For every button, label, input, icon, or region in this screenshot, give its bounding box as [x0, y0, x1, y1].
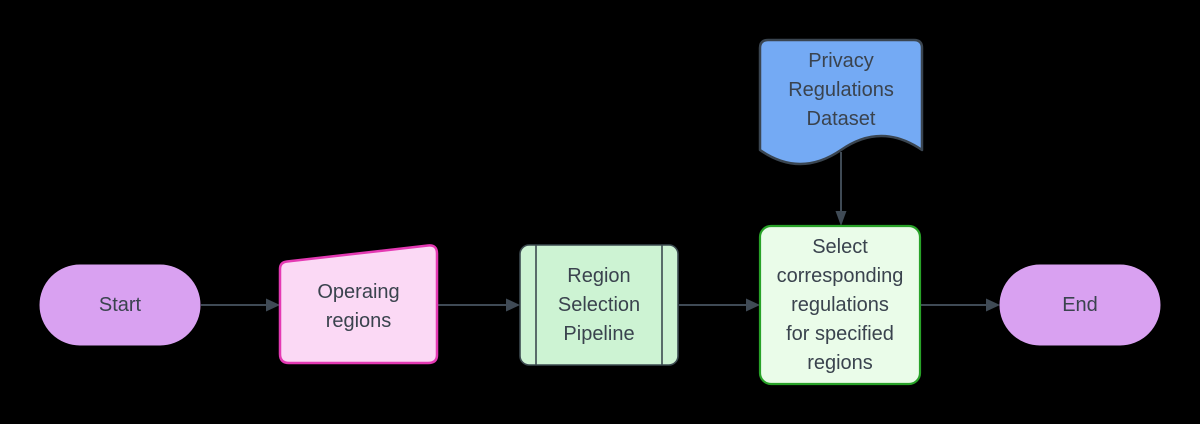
arrowhead — [506, 298, 520, 312]
node-region-selection-pipeline[interactable] — [519, 244, 679, 366]
predefined-process-body — [519, 244, 679, 366]
connector-start-to-operating-regions[interactable] — [201, 298, 280, 312]
node-operating-regions-manual-input[interactable] — [278, 244, 439, 365]
connector-select-regulations-to-end[interactable] — [921, 298, 1000, 312]
arrowhead — [986, 298, 1000, 312]
connector-pipeline-to-select-regulations[interactable] — [679, 298, 760, 312]
node-start-terminator[interactable] — [39, 264, 201, 346]
connector-dataset-to-select-regulations[interactable] — [835, 152, 847, 226]
node-privacy-regulations-dataset-document[interactable] — [758, 38, 924, 166]
node-select-regulations-process[interactable] — [758, 224, 922, 386]
node-end-terminator[interactable] — [999, 264, 1161, 346]
arrowhead — [835, 211, 847, 226]
arrowhead — [266, 298, 280, 312]
arrowhead — [746, 298, 760, 312]
connector-operating-regions-to-pipeline[interactable] — [438, 298, 520, 312]
